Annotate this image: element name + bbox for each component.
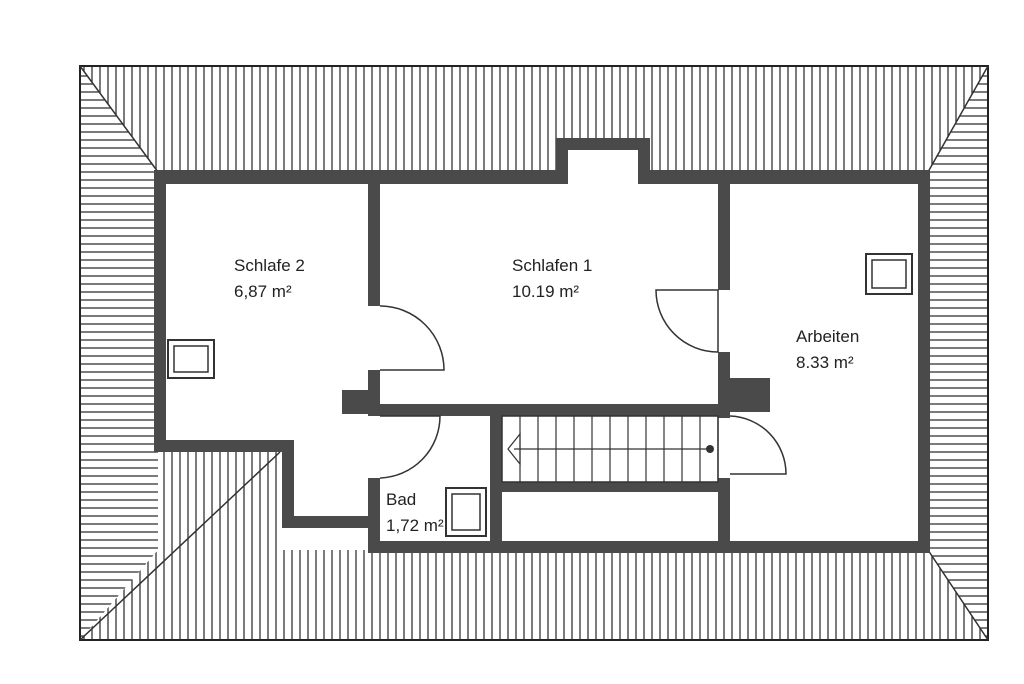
room-area-schlafen1: 10.19 m² <box>512 282 579 301</box>
roof-top-section <box>80 66 988 172</box>
partition-wall <box>368 184 380 306</box>
roof-hip-line <box>79 451 281 641</box>
room-name-schlafen1: Schlafen 1 <box>512 256 592 275</box>
chimney-block <box>342 390 372 414</box>
skylight-inner <box>173 345 209 373</box>
door-swing <box>379 415 441 479</box>
roof-hip-line <box>927 65 989 173</box>
room-area-bad: 1,72 m² <box>386 516 444 535</box>
room-name-arbeiten: Arbeiten <box>796 327 859 346</box>
room-labels: Schlafe 2 6,87 m² Schlafen 1 10.19 m² Ar… <box>234 256 859 535</box>
partition-wall <box>368 478 380 541</box>
doors <box>379 289 787 479</box>
room-name-bad: Bad <box>386 490 416 509</box>
roof-left-section <box>80 66 158 640</box>
roof-hip-line <box>79 65 159 173</box>
roof-hip-line <box>927 549 989 641</box>
door-swing <box>379 305 445 371</box>
skylights <box>167 253 913 537</box>
stair-landing-wall <box>502 482 718 492</box>
room-area-arbeiten: 8.33 m² <box>796 353 854 372</box>
chimney-block <box>726 378 770 412</box>
exterior-wall <box>154 138 930 553</box>
roof-right-section <box>928 66 988 640</box>
partition-wall <box>490 416 502 541</box>
stair-start-dot <box>706 445 714 453</box>
room-name-schlafe2: Schlafe 2 <box>234 256 305 275</box>
door-swing <box>729 415 787 475</box>
staircase <box>501 415 719 483</box>
roof-dormer-lower-left <box>158 452 280 550</box>
stair-arrow <box>507 432 521 466</box>
walls <box>154 138 930 553</box>
roof <box>79 65 989 641</box>
door-swing <box>655 289 719 353</box>
partition-wall <box>718 478 730 541</box>
skylight-inner <box>871 259 907 289</box>
partition-wall <box>368 404 730 416</box>
roof-bottom-section <box>80 550 988 640</box>
roof-outline <box>79 65 989 641</box>
room-area-schlafe2: 6,87 m² <box>234 282 292 301</box>
partition-wall <box>718 184 730 290</box>
skylight-inner <box>451 493 481 531</box>
